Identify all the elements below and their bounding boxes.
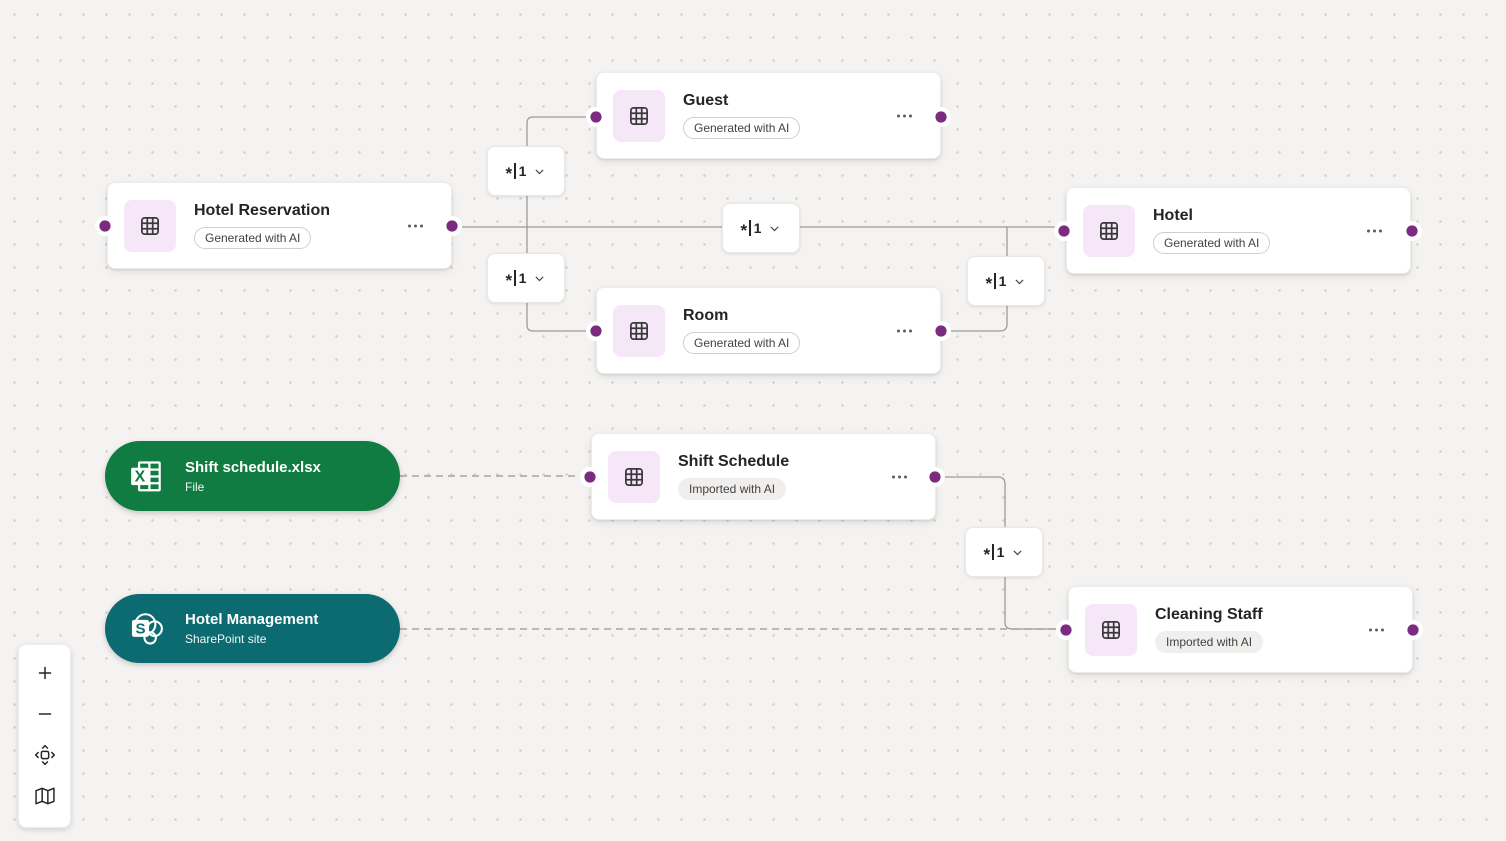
table-icon <box>1085 603 1137 656</box>
entity-card-hotel[interactable]: Hotel Generated with AI <box>1066 187 1411 274</box>
table-icon <box>1083 204 1135 257</box>
table-icon <box>613 89 665 142</box>
one-symbol: 1 <box>518 163 527 179</box>
fit-view-icon <box>32 742 58 771</box>
chevron-down-icon <box>1013 275 1026 288</box>
port-hotel-right[interactable] <box>1402 221 1422 241</box>
port-shift-schedule-right[interactable] <box>925 467 945 487</box>
entity-card-room[interactable]: Room Generated with AI <box>596 287 941 374</box>
many-symbol: * <box>505 271 513 290</box>
port-hotel-left[interactable] <box>1054 221 1074 241</box>
minimap-button[interactable] <box>28 780 62 814</box>
map-icon <box>32 783 58 812</box>
entity-card-guest[interactable]: Guest Generated with AI <box>596 72 941 159</box>
source-title: Hotel Management <box>185 611 319 628</box>
relationship-label-room-hotel[interactable]: *1 <box>967 256 1045 306</box>
many-symbol: * <box>505 164 513 183</box>
excel-icon: X <box>127 456 167 496</box>
entity-card-shift-schedule[interactable]: Shift Schedule Imported with AI <box>591 433 936 520</box>
many-symbol: * <box>740 221 748 240</box>
chevron-down-icon <box>768 222 781 235</box>
canvas-controls <box>18 644 71 828</box>
one-symbol: 1 <box>996 544 1005 560</box>
cardinality-divider <box>514 163 516 179</box>
entity-title: Hotel <box>1153 207 1193 225</box>
table-icon <box>613 304 665 357</box>
entity-badge: Generated with AI <box>194 226 312 249</box>
entity-badge: Imported with AI <box>678 477 787 500</box>
table-icon <box>124 199 176 252</box>
port-shift-schedule-left[interactable] <box>580 467 600 487</box>
source-subtitle: File <box>185 479 205 494</box>
more-options-icon[interactable] <box>1365 624 1388 635</box>
many-symbol: * <box>985 274 993 293</box>
cardinality-divider <box>992 544 994 560</box>
entity-title: Cleaning Staff <box>1155 606 1263 624</box>
chevron-down-icon <box>1011 546 1024 559</box>
relationship-label-shiftschedule-cleaningstaff[interactable]: *1 <box>965 527 1043 577</box>
fit-view-button[interactable] <box>28 739 62 773</box>
one-symbol: 1 <box>518 270 527 286</box>
plus-icon <box>32 660 58 689</box>
port-room-left[interactable] <box>586 321 606 341</box>
port-cleaning-staff-right[interactable] <box>1403 620 1423 640</box>
entity-title: Shift Schedule <box>678 453 790 471</box>
relationship-label-reservation-room[interactable]: *1 <box>487 253 565 303</box>
relationship-label-reservation-guest[interactable]: *1 <box>487 146 565 196</box>
entity-title: Hotel Reservation <box>194 202 331 220</box>
more-options-icon[interactable] <box>888 471 911 482</box>
relationship-label-reservation-hotel[interactable]: *1 <box>722 203 800 253</box>
zoom-in-button[interactable] <box>28 658 62 692</box>
one-symbol: 1 <box>998 273 1007 289</box>
source-node-sharepoint-site[interactable]: S Hotel Management SharePoint site <box>105 594 400 663</box>
entity-badge: Generated with AI <box>683 331 801 354</box>
entity-title: Guest <box>683 92 729 110</box>
source-node-excel-file[interactable]: X Shift schedule.xlsx File <box>105 441 400 511</box>
one-symbol: 1 <box>753 220 762 236</box>
sharepoint-icon: S <box>127 609 167 649</box>
more-options-icon[interactable] <box>404 220 427 231</box>
cardinality-divider <box>749 220 751 236</box>
port-cleaning-staff-left[interactable] <box>1056 620 1076 640</box>
entity-badge: Imported with AI <box>1155 630 1264 653</box>
port-hotel-reservation-left[interactable] <box>95 216 115 236</box>
port-room-right[interactable] <box>931 321 951 341</box>
entity-badge: Generated with AI <box>1153 231 1271 254</box>
table-icon <box>608 450 660 503</box>
svg-text:X: X <box>135 469 146 486</box>
minus-icon <box>32 701 58 730</box>
more-options-icon[interactable] <box>893 325 916 336</box>
many-symbol: * <box>983 545 991 564</box>
port-guest-right[interactable] <box>931 107 951 127</box>
svg-text:S: S <box>135 620 145 637</box>
zoom-out-button[interactable] <box>28 699 62 733</box>
chevron-down-icon <box>533 165 546 178</box>
cardinality-divider <box>514 270 516 286</box>
entity-badge: Generated with AI <box>683 116 801 139</box>
port-guest-left[interactable] <box>586 107 606 127</box>
entity-title: Room <box>683 307 729 325</box>
entity-card-cleaning-staff[interactable]: Cleaning Staff Imported with AI <box>1068 586 1413 673</box>
cardinality-divider <box>994 273 996 289</box>
chevron-down-icon <box>533 272 546 285</box>
more-options-icon[interactable] <box>893 110 916 121</box>
source-title: Shift schedule.xlsx <box>185 458 321 476</box>
entity-card-hotel-reservation[interactable]: Hotel Reservation Generated with AI <box>107 182 452 269</box>
source-subtitle: SharePoint site <box>185 632 267 646</box>
more-options-icon[interactable] <box>1363 225 1386 236</box>
port-hotel-reservation-right[interactable] <box>442 216 462 236</box>
